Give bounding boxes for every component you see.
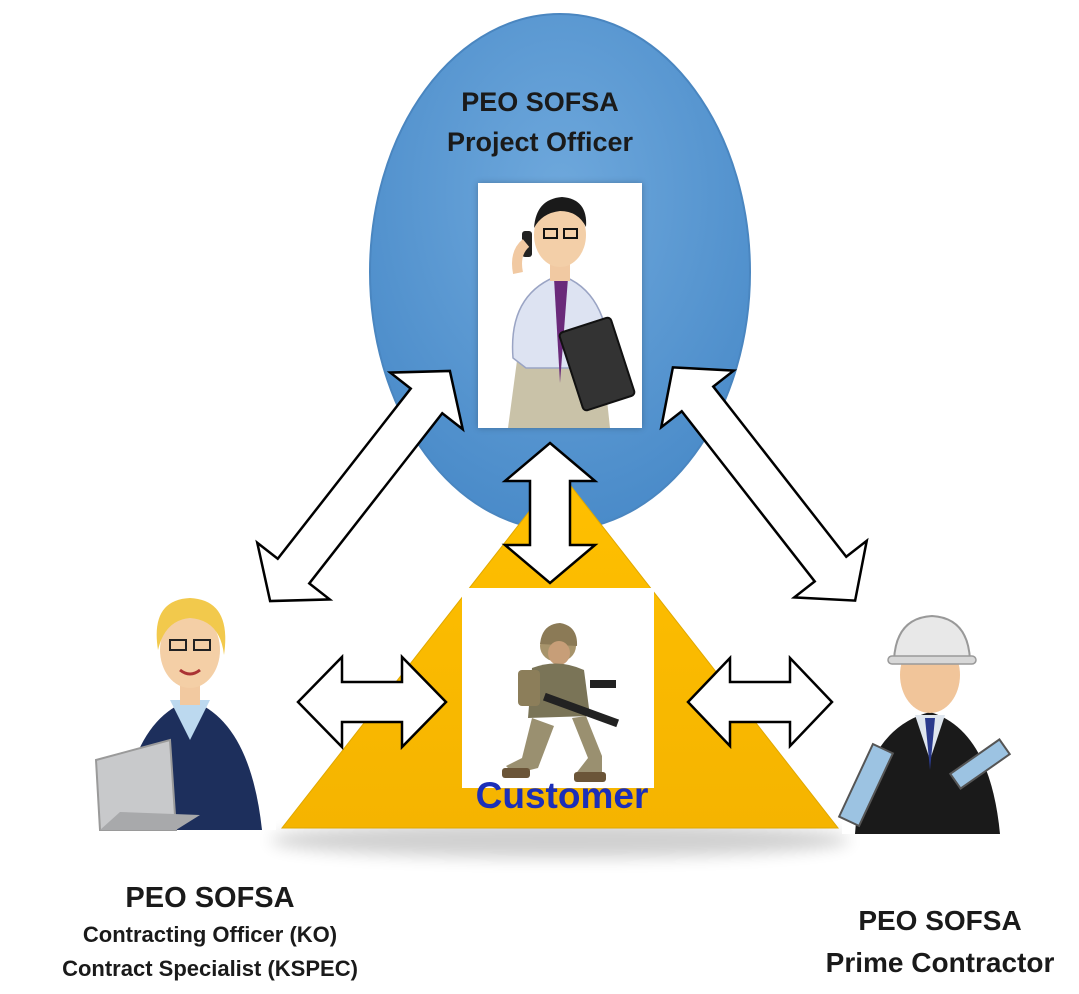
arrow-officer-to-contracting [255,369,465,603]
project-officer-org: PEO SOFSA [461,87,619,117]
project-officer-title: Project Officer [446,127,634,157]
engineer-with-hardhat-icon [837,612,1020,834]
kneeling-soldier-icon [502,623,620,782]
project-officer-photo [478,183,642,428]
prime-contractor-label: PEO SOFSA Prime Contractor [800,900,1079,984]
woman-at-laptop-icon [94,598,276,831]
businessman-with-phone-icon [508,197,636,428]
arrow-right-to-customer [686,654,834,750]
contracting-officer-label: PEO SOFSA Contracting Officer (KO) Contr… [20,878,400,986]
contracting-officer-org: PEO SOFSA [125,882,295,914]
contract-specialist-title: Contract Specialist (KSPEC) [62,956,358,981]
triangle-shadow [270,822,850,858]
project-officer-label: PEO SOFSA Project Officer [420,82,660,162]
customer-photo [462,588,654,788]
prime-contractor-org: PEO SOFSA [858,905,1022,936]
prime-contractor-title: Prime Contractor [825,947,1055,978]
customer-label: Customer [475,775,649,816]
contracting-officer-title: Contracting Officer (KO) [82,922,338,947]
arrow-officer-to-customer [501,441,599,585]
arrow-officer-to-prime-contractor [659,366,869,602]
arrow-left-to-customer [296,653,448,751]
